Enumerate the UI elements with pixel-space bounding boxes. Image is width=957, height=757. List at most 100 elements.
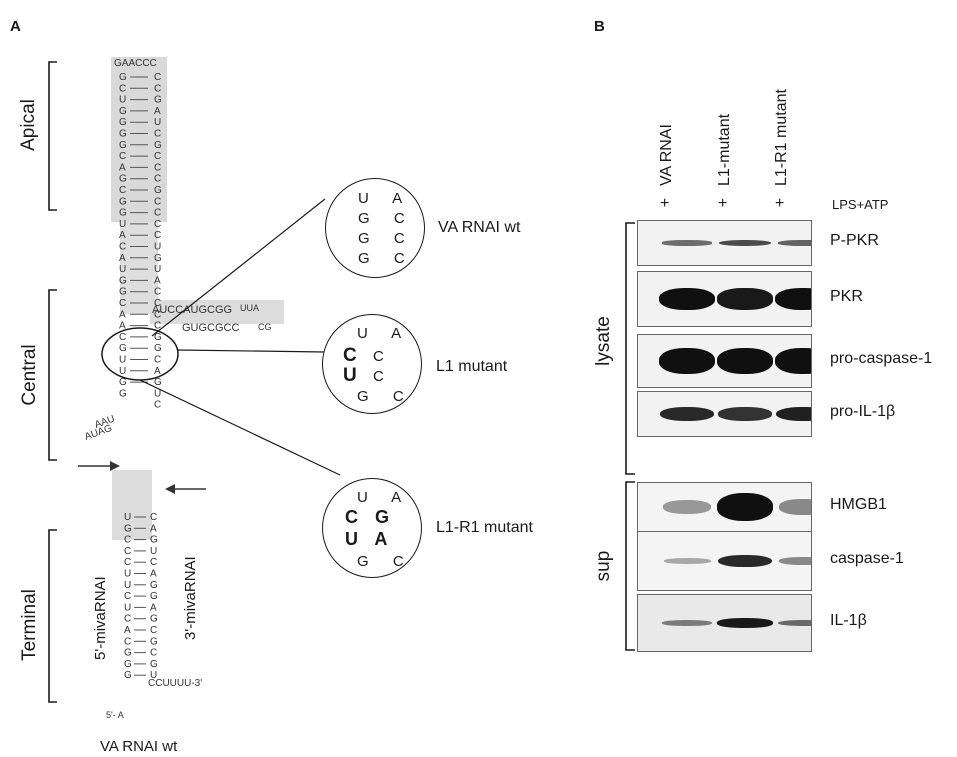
pair: U A	[358, 190, 413, 207]
sup-bracket	[625, 481, 635, 651]
nucleotide: C	[154, 162, 161, 173]
nucleotide: G	[119, 117, 127, 128]
blot-label: caspase-1	[830, 550, 904, 567]
central-branch-tip-top: UUA	[240, 303, 259, 313]
nucleotide: A	[124, 625, 131, 636]
blot-band	[777, 619, 811, 627]
nucleotide: G	[119, 377, 127, 388]
mutant-label-l1: L1 mutant	[436, 358, 508, 375]
blot-label: PKR	[830, 288, 863, 305]
group-label-lysate: lysate	[593, 316, 614, 366]
blot-strip	[637, 482, 812, 532]
pair-row: C	[343, 345, 357, 367]
apical-bracket	[48, 61, 57, 211]
blot-strip	[637, 594, 812, 652]
strand-3p-label: 3'-mivaRNAI	[182, 556, 199, 640]
blot-label: pro-IL-1β	[830, 403, 896, 420]
nucleotide: U	[150, 546, 157, 557]
nucleotide: U	[154, 117, 161, 128]
lane-mark: +	[718, 195, 728, 212]
nucleotide: A	[154, 366, 161, 377]
nucleotide: U	[119, 95, 126, 106]
nucleotide: C	[119, 83, 126, 94]
central-bracket	[48, 289, 57, 461]
right-arrow-head	[165, 484, 175, 494]
nucleotide: U	[154, 264, 161, 275]
strand-5p-label: 5'-mivaRNAI	[92, 576, 109, 660]
nucleotide: U	[124, 580, 131, 591]
nucleotide: C	[119, 151, 126, 162]
nucleotide: G	[119, 106, 127, 117]
blot-band	[778, 499, 811, 515]
nucleotide: C	[154, 151, 161, 162]
nucleotide: G	[124, 659, 132, 670]
nucleotide: C	[154, 72, 161, 83]
nucleotide: G	[119, 140, 127, 151]
mutant-label-wt: VA RNAI wt	[438, 219, 521, 236]
nucleotide: G	[119, 196, 127, 207]
blot-strip	[637, 220, 812, 266]
blot-band	[717, 348, 773, 374]
nucleotide: C	[124, 535, 131, 546]
nucleotide: U	[124, 569, 131, 580]
pair: U A	[357, 489, 412, 506]
connector-l1	[177, 349, 326, 353]
nucleotide: C	[154, 309, 161, 320]
blot-strip	[637, 391, 812, 437]
nucleotide: G	[150, 580, 158, 591]
nucleotide: C	[154, 174, 161, 185]
pair: G C	[358, 210, 415, 227]
nucleotide: G	[124, 523, 132, 534]
blot-band	[663, 558, 711, 564]
blot-label: P-PKR	[830, 232, 879, 249]
pair-row: U	[343, 365, 357, 387]
nucleotide: C	[150, 625, 157, 636]
nucleotide: G	[154, 185, 162, 196]
nucleotide: G	[154, 140, 162, 151]
blot-strip	[637, 271, 812, 327]
nucleotide: U	[119, 219, 126, 230]
five-prime-end: 5'- A	[106, 710, 124, 720]
nucleotide: C	[119, 332, 126, 343]
nucleotide: A	[119, 309, 126, 320]
nucleotide: U	[154, 388, 161, 399]
nucleotide: C	[124, 591, 131, 602]
nucleotide: C	[154, 321, 161, 332]
blot-band	[778, 557, 811, 565]
nucleotide: A	[154, 275, 161, 286]
nucleotide: C	[119, 242, 126, 253]
blot-band	[717, 618, 773, 628]
nucleotide: G	[154, 332, 162, 343]
connector-l1r1	[139, 379, 341, 476]
nucleotide: A	[150, 523, 157, 534]
bold-pair: U A	[345, 529, 394, 549]
lane-mark: +	[775, 195, 785, 212]
region-terminal: Terminal	[19, 589, 40, 661]
nucleotide: C	[154, 355, 161, 366]
connector-wt-top	[151, 198, 326, 337]
nucleotide: U	[119, 264, 126, 275]
nucleotide: G	[124, 670, 132, 681]
nucleotide: C	[124, 636, 131, 647]
nucleotide: G	[154, 377, 162, 388]
nucleotide: U	[124, 602, 131, 613]
mutant-circle-wt: U A G C G C G C	[325, 178, 425, 278]
mutant-circle-l1r1: U A C G U A G C	[322, 478, 422, 578]
bold-base: C	[343, 345, 357, 366]
nucleotide: G	[119, 388, 127, 399]
nucleotide: C	[124, 546, 131, 557]
nucleotide: A	[154, 106, 161, 117]
nucleotide: G	[150, 659, 158, 670]
blot-strip	[637, 334, 812, 388]
nucleotide: G	[124, 648, 132, 659]
nucleotide: A	[150, 569, 157, 580]
panel-a-letter: A	[10, 18, 21, 35]
nucleotide: C	[154, 230, 161, 241]
nucleotide: C	[154, 196, 161, 207]
nucleotide: G	[154, 95, 162, 106]
nucleotide: A	[119, 162, 126, 173]
region-central: Central	[19, 344, 40, 406]
blot-band	[659, 348, 715, 374]
terminal-bracket	[48, 529, 57, 703]
